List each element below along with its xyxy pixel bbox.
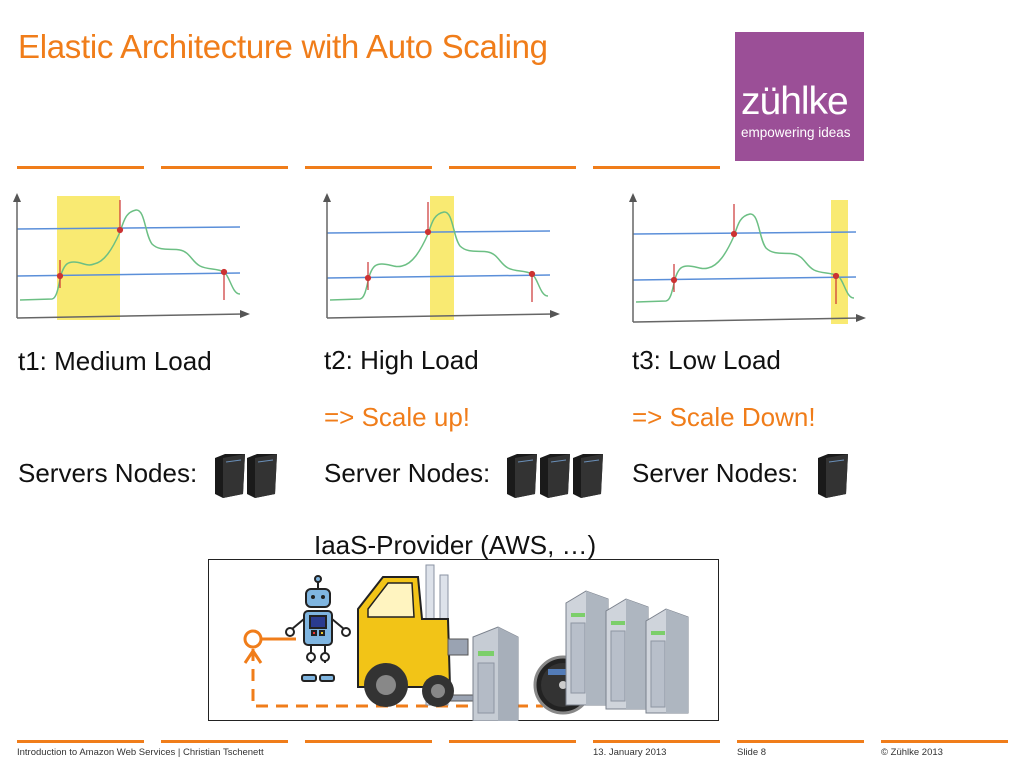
server-nodes-t2 bbox=[507, 454, 603, 498]
load-highlight-band bbox=[831, 200, 848, 324]
lower-threshold-line bbox=[326, 274, 551, 279]
iaas-illustration bbox=[243, 564, 689, 721]
x-axis-arrow bbox=[550, 310, 560, 318]
feedback-loop bbox=[243, 637, 543, 708]
y-axis-arrow bbox=[323, 193, 331, 202]
y-axis-arrow bbox=[629, 193, 637, 202]
top-rule bbox=[593, 166, 720, 169]
robot-icon bbox=[285, 575, 351, 682]
server-nodes-t3 bbox=[818, 454, 848, 498]
t1-servers-label: Servers Nodes: bbox=[18, 458, 198, 488]
t2-load-label: t2: High Load bbox=[324, 345, 479, 375]
load-highlight-band bbox=[57, 196, 120, 320]
top-rule bbox=[305, 166, 432, 169]
footer-date: 13. January 2013 bbox=[593, 747, 667, 758]
server-cluster-icon bbox=[565, 590, 689, 714]
load-chart-t3 bbox=[629, 193, 866, 324]
t1-load-label: t1: Medium Load bbox=[18, 346, 212, 376]
top-rule bbox=[161, 166, 288, 169]
upper-threshold-line bbox=[16, 226, 241, 230]
bottom-rule bbox=[17, 740, 144, 743]
server-node-icon bbox=[247, 454, 277, 498]
server-node-icon bbox=[540, 454, 570, 498]
server-nodes-t1 bbox=[215, 454, 277, 498]
bottom-rule bbox=[737, 740, 864, 743]
upper-threshold-line bbox=[326, 230, 551, 234]
lower-threshold-line bbox=[632, 276, 857, 281]
top-rule bbox=[449, 166, 576, 169]
scale-marker bbox=[56, 200, 228, 300]
logo-tagline: empowering ideas bbox=[741, 125, 851, 140]
scale-marker bbox=[670, 204, 840, 304]
upper-threshold-line bbox=[632, 231, 857, 235]
forklift-icon bbox=[357, 564, 509, 707]
y-axis-arrow bbox=[13, 193, 21, 202]
x-axis-arrow bbox=[240, 310, 250, 318]
top-rule bbox=[17, 166, 144, 169]
scale-marker bbox=[364, 202, 536, 302]
footer-copyright: © Zühlke 2013 bbox=[881, 747, 943, 758]
bottom-rule bbox=[305, 740, 432, 743]
iaas-provider-title: IaaS-Provider (AWS, …) bbox=[314, 530, 597, 560]
bottom-rule bbox=[881, 740, 1008, 743]
server-node-icon bbox=[507, 454, 537, 498]
load-curve bbox=[19, 209, 241, 301]
bottom-rule bbox=[449, 740, 576, 743]
load-chart-t2 bbox=[323, 193, 560, 320]
x-axis bbox=[16, 313, 245, 319]
server-node-icon bbox=[573, 454, 603, 498]
connector-node-icon bbox=[243, 629, 263, 649]
x-axis bbox=[632, 317, 861, 323]
server-node-icon bbox=[215, 454, 245, 498]
load-highlight-band bbox=[430, 196, 454, 320]
footer-presentation: Introduction to Amazon Web Services | Ch… bbox=[17, 747, 264, 758]
logo-brand: zühlke bbox=[741, 80, 849, 123]
t2-scale-action: => Scale up! bbox=[324, 402, 470, 432]
slide-title: Elastic Architecture with Auto Scaling bbox=[18, 28, 548, 65]
t3-load-label: t3: Low Load bbox=[632, 345, 781, 375]
load-curve bbox=[635, 213, 855, 303]
server-node-icon bbox=[818, 454, 848, 498]
x-axis bbox=[326, 313, 555, 319]
x-axis-arrow bbox=[856, 314, 866, 322]
lower-threshold-line bbox=[16, 272, 241, 277]
t3-servers-label: Server Nodes: bbox=[632, 458, 799, 488]
bottom-rule bbox=[593, 740, 720, 743]
load-curve bbox=[329, 211, 549, 301]
t3-scale-action: => Scale Down! bbox=[632, 402, 816, 432]
footer-slide-number: Slide 8 bbox=[737, 747, 767, 758]
t2-servers-label: Server Nodes: bbox=[324, 458, 491, 488]
iaas-provider-box bbox=[208, 559, 719, 721]
server-rack-icon bbox=[472, 626, 519, 721]
zuhlke-logo: zühlke empowering ideas bbox=[735, 32, 864, 161]
bottom-rule bbox=[161, 740, 288, 743]
load-chart-t1 bbox=[13, 193, 250, 320]
